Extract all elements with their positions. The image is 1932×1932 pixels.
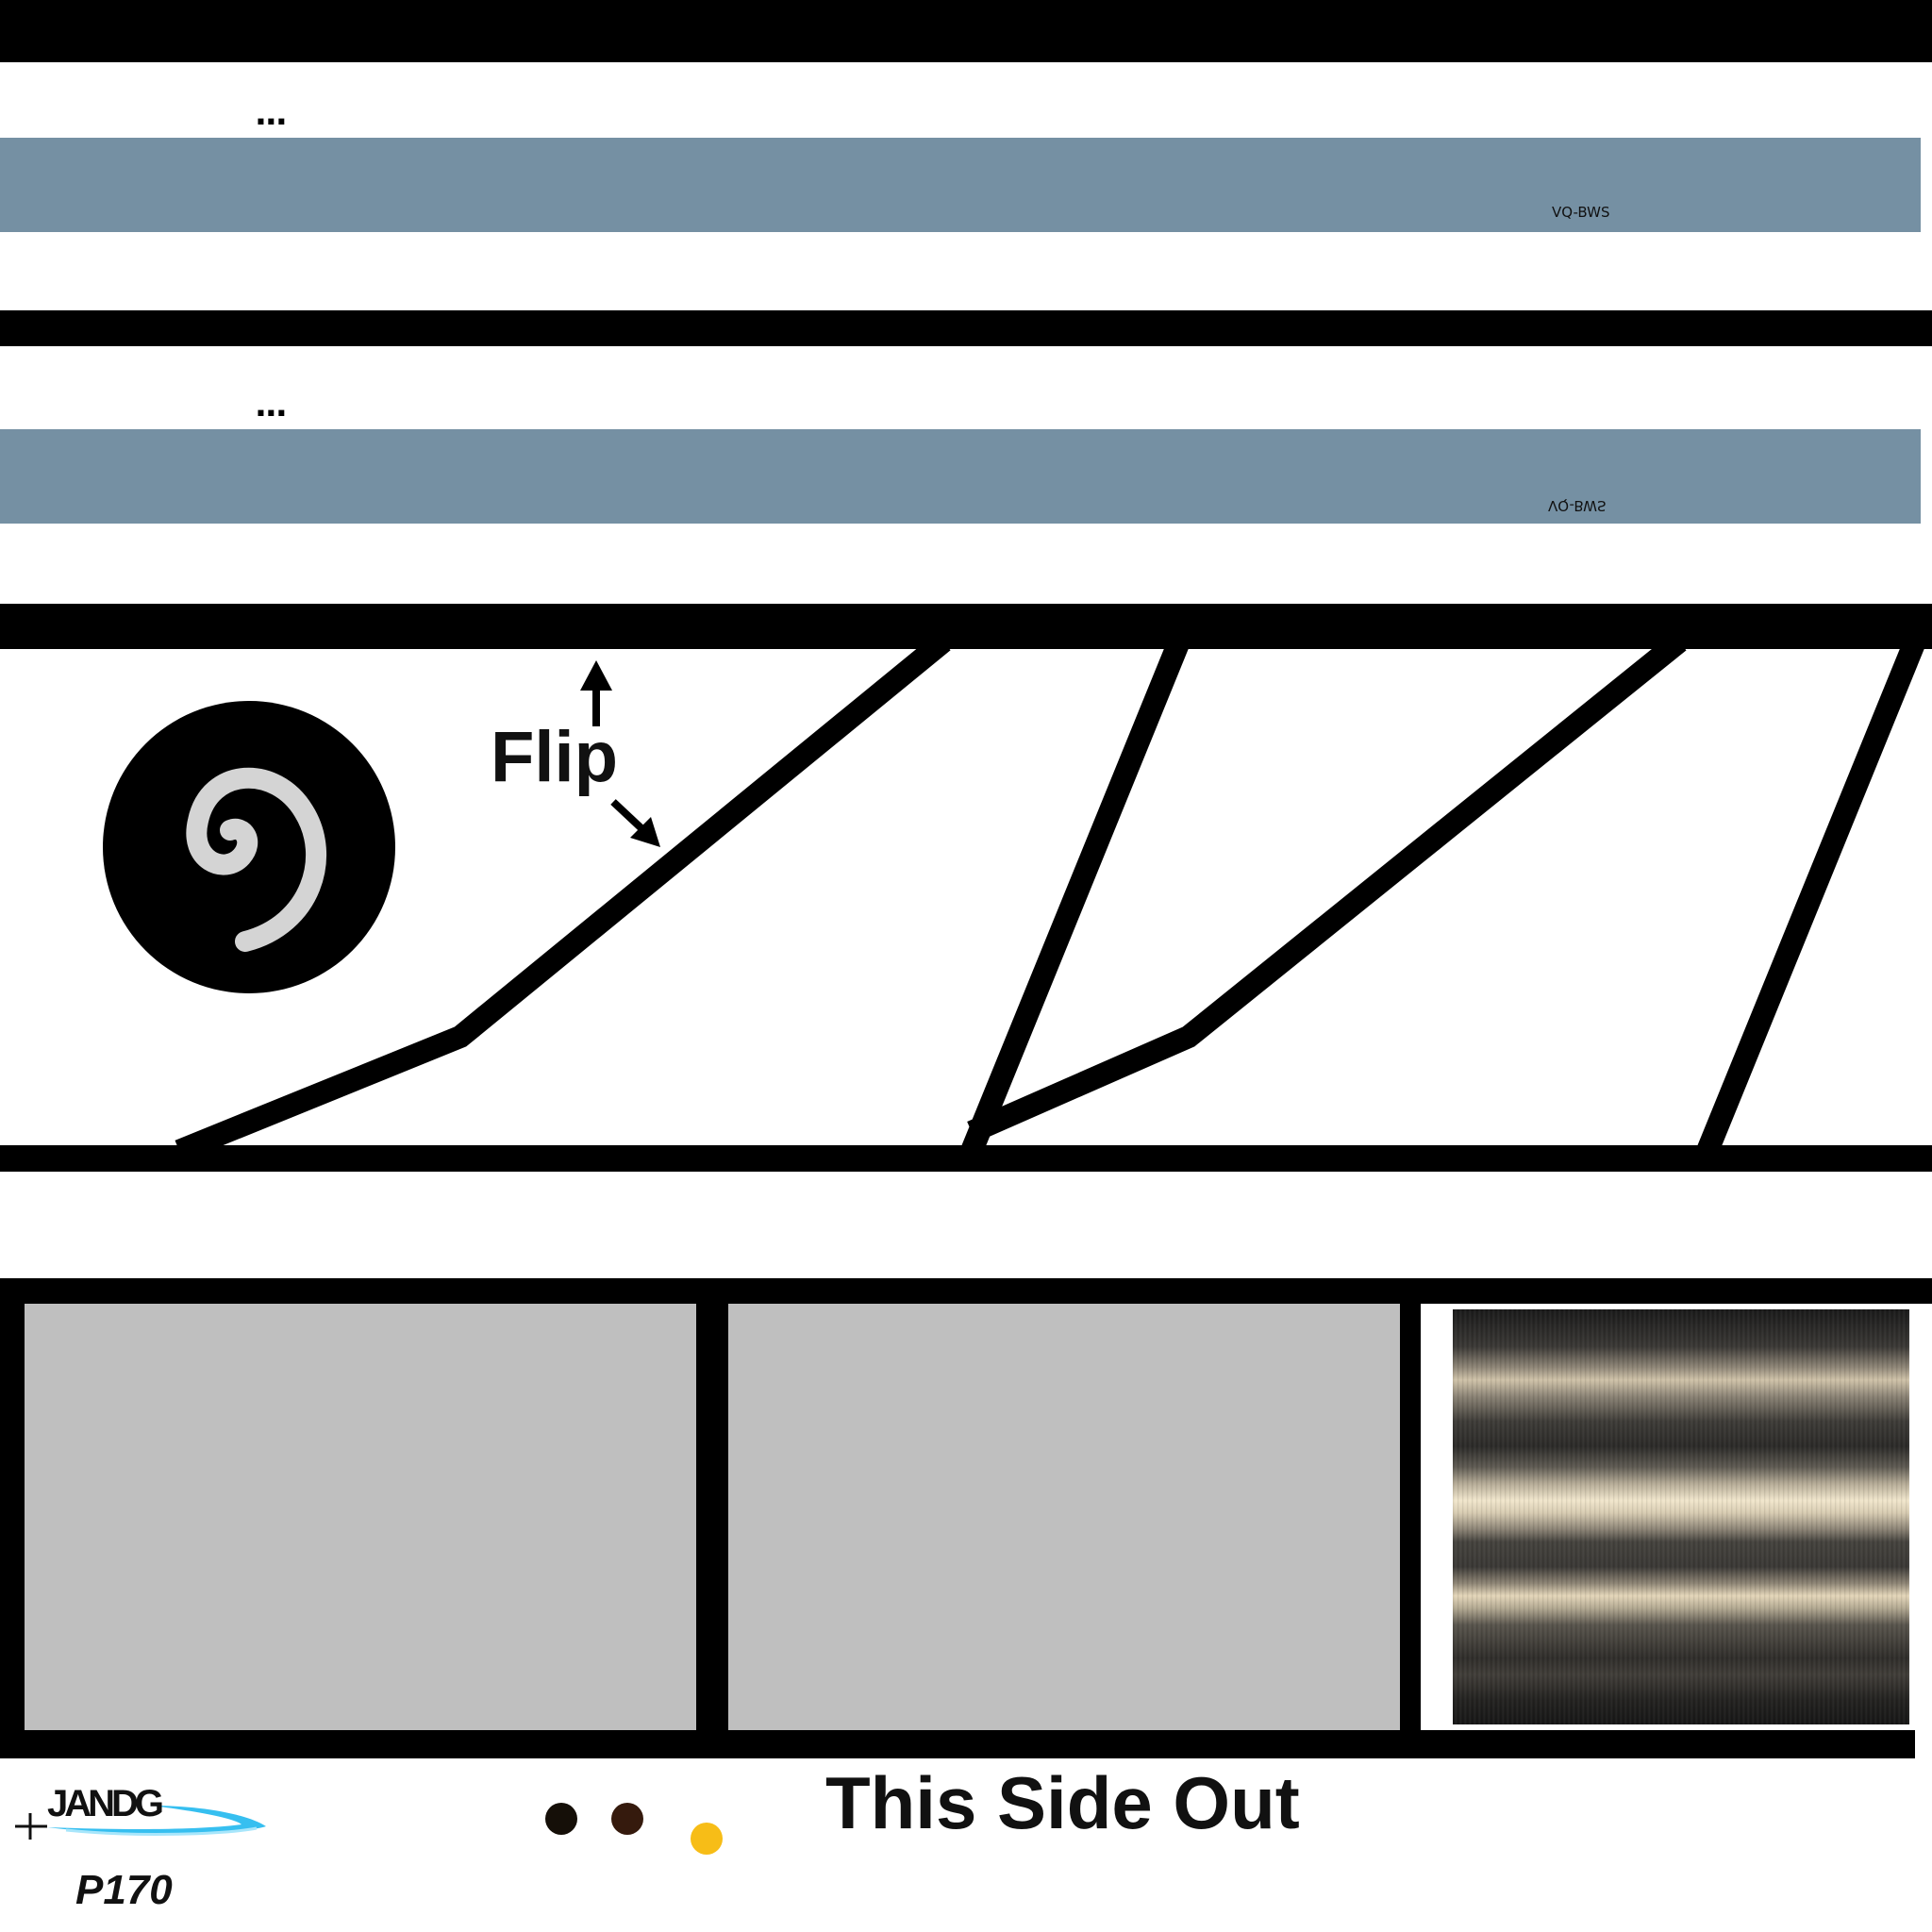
diagonal-stripe-3 [967, 632, 1687, 1142]
ellipsis-row1: ... [255, 95, 288, 133]
middle-stripe [0, 310, 1932, 346]
code-label: P170 [75, 1867, 173, 1913]
color-dot-2 [611, 1803, 643, 1835]
flip-panel-top-bar [0, 604, 1932, 649]
gray-panel-left [25, 1304, 696, 1730]
flip-label: Flip [491, 717, 619, 797]
this-side-out-caption: This Side Out [825, 1761, 1300, 1844]
bottom-frame-left-bar [0, 1278, 25, 1757]
bottom-frame-top-bar [0, 1278, 1932, 1304]
metallic-texture-panel [1453, 1309, 1909, 1724]
color-dot-3 [691, 1823, 723, 1855]
color-dot-1 [545, 1803, 577, 1835]
flip-panel [0, 604, 1932, 1172]
top-stripe [0, 0, 1932, 62]
bottom-frame-bottom-bar [0, 1730, 1915, 1758]
logo-swoosh-icon [15, 1806, 266, 1840]
diagonal-stripes [175, 632, 1926, 1162]
diagonal-stripe-1 [175, 632, 951, 1162]
arrow-down-right-icon [610, 799, 660, 847]
flip-panel-bottom-bar [0, 1145, 1932, 1172]
blue-band-row1: VQ-BWS [0, 138, 1921, 232]
logo-text: JANDG [47, 1783, 164, 1824]
white-gap [1421, 1304, 1453, 1730]
diagonal-stripe-2 [960, 637, 1191, 1156]
panel-divider-2 [1400, 1304, 1421, 1730]
blue-band-row2: VQ-BWS [0, 429, 1921, 524]
ellipsis-row2: ... [255, 387, 288, 425]
spiral-emblem-icon [103, 701, 395, 993]
registration-label-row2-mirrored: VQ-BWS [1548, 497, 1607, 514]
panel-divider-1 [696, 1304, 728, 1730]
gray-panel-middle [728, 1304, 1400, 1730]
registration-label-row1: VQ-BWS [1552, 204, 1610, 221]
diagonal-stripe-4 [1696, 637, 1926, 1156]
arrow-up-icon [580, 660, 612, 726]
